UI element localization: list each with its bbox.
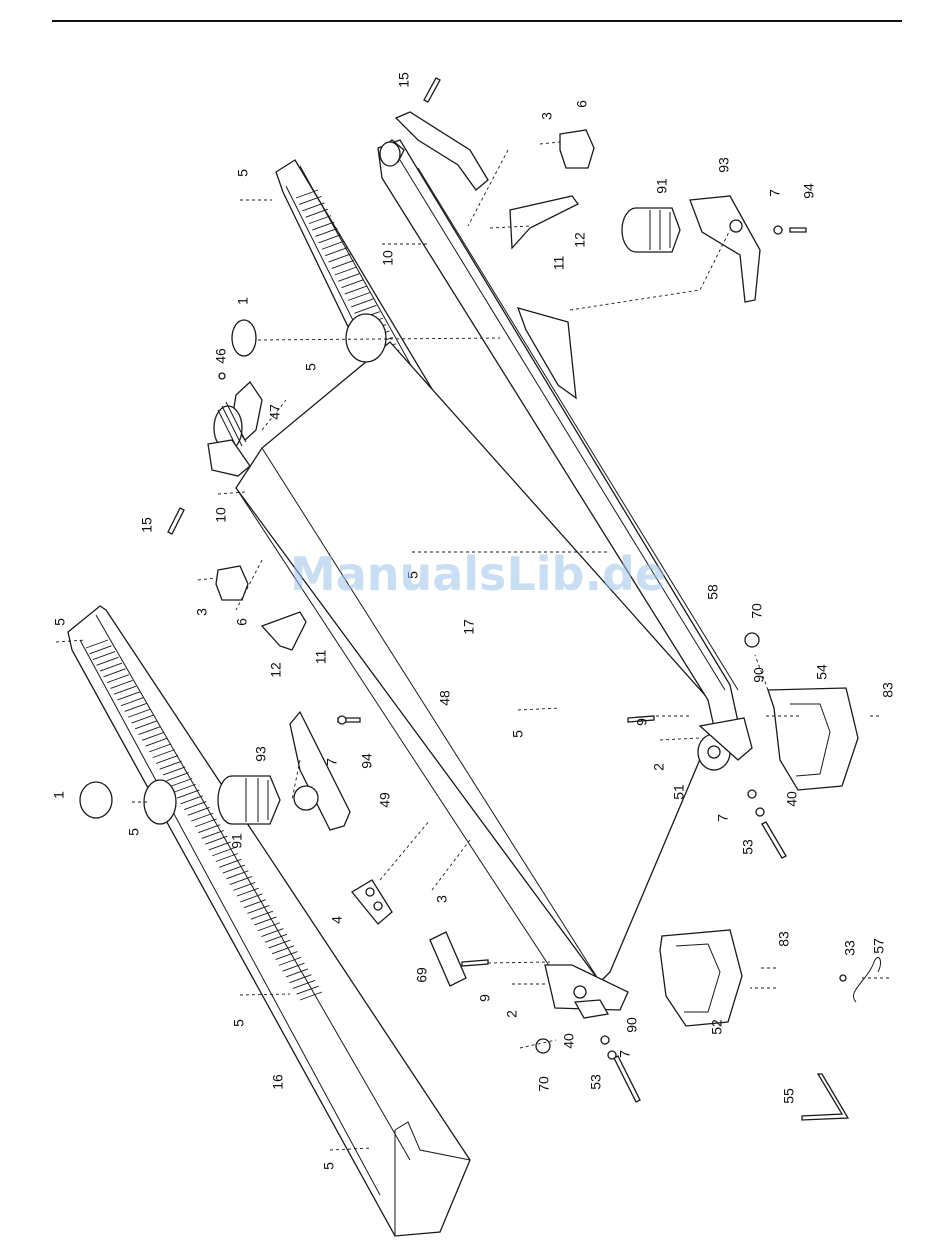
part-label-l54: 54 bbox=[814, 664, 830, 680]
rear-roller-right bbox=[698, 718, 752, 770]
part-label-l33: 33 bbox=[842, 940, 858, 956]
part-label-l2a: 2 bbox=[651, 763, 667, 771]
diagram-geometry bbox=[56, 78, 890, 1236]
end-cap-54 bbox=[768, 688, 858, 790]
part-label-l5e: 5 bbox=[510, 730, 526, 738]
part-label-l53a: 53 bbox=[740, 839, 756, 855]
part-label-l2b: 2 bbox=[504, 1010, 520, 1018]
part-label-l46: 46 bbox=[213, 348, 229, 364]
part-label-l91b: 91 bbox=[229, 833, 245, 849]
part-label-l5f: 5 bbox=[126, 828, 142, 836]
part-label-l93b: 93 bbox=[253, 746, 269, 762]
part-label-l40a: 40 bbox=[784, 791, 800, 807]
part-label-l16: 16 bbox=[270, 1074, 286, 1090]
part-label-l5b: 5 bbox=[303, 363, 319, 371]
part-label-l10b: 10 bbox=[213, 507, 229, 523]
part-label-l70b: 70 bbox=[536, 1076, 552, 1092]
part-label-l5d: 5 bbox=[52, 618, 68, 626]
part-label-l9a: 9 bbox=[634, 718, 650, 726]
part-label-l83a: 83 bbox=[880, 682, 896, 698]
part-label-l9b: 9 bbox=[477, 994, 493, 1002]
bracket-12-top bbox=[510, 196, 578, 248]
part-label-l55: 55 bbox=[781, 1088, 797, 1104]
part-label-l7c: 7 bbox=[715, 814, 731, 822]
part-label-l6a: 6 bbox=[574, 100, 590, 108]
part-label-l58: 58 bbox=[705, 584, 721, 600]
cap-1-left bbox=[80, 782, 112, 818]
part-label-l90a: 90 bbox=[751, 667, 767, 683]
part-label-l70a: 70 bbox=[749, 603, 765, 619]
part-label-l83b: 83 bbox=[776, 931, 792, 947]
part-label-l17: 17 bbox=[461, 619, 477, 635]
wheel-left bbox=[218, 712, 350, 830]
part-label-l91a: 91 bbox=[654, 178, 670, 194]
part-label-l93a: 93 bbox=[716, 157, 732, 173]
part-label-l11a: 11 bbox=[551, 256, 567, 271]
part-label-l6b: 6 bbox=[234, 618, 250, 626]
part-label-l90b: 90 bbox=[624, 1017, 640, 1033]
part-label-l94a: 94 bbox=[801, 183, 817, 199]
block-6-top bbox=[560, 130, 594, 168]
foot-4 bbox=[352, 880, 392, 924]
frame-deck bbox=[236, 342, 720, 1010]
part-label-l5a: 5 bbox=[235, 169, 251, 177]
part-label-l12a: 12 bbox=[572, 232, 588, 248]
part-label-l3c: 3 bbox=[434, 895, 450, 903]
clip-57 bbox=[853, 957, 880, 1002]
part-label-l49: 49 bbox=[377, 792, 393, 808]
watermark-text: ManualsLib.de bbox=[290, 547, 666, 601]
part-label-l7b: 7 bbox=[324, 758, 340, 766]
end-cap-52 bbox=[660, 930, 742, 1026]
part-label-l48: 48 bbox=[437, 690, 453, 706]
part-label-l3b: 3 bbox=[194, 608, 210, 616]
key-55 bbox=[802, 1074, 848, 1120]
part-label-l7d: 7 bbox=[617, 1050, 633, 1058]
rail-roller-top bbox=[346, 314, 386, 362]
part-label-l52: 52 bbox=[709, 1019, 725, 1035]
part-label-l94b: 94 bbox=[359, 753, 375, 769]
part-label-l5h: 5 bbox=[321, 1162, 337, 1170]
part-label-l1a: 1 bbox=[235, 297, 251, 305]
part-label-l11b: 11 bbox=[313, 650, 329, 665]
rail-roller-left bbox=[144, 780, 176, 824]
part-label-l15b: 15 bbox=[139, 517, 155, 533]
part-label-l10a: 10 bbox=[380, 250, 396, 266]
bracket-12-left bbox=[262, 612, 306, 650]
part-label-l40b: 40 bbox=[561, 1033, 577, 1049]
pad-69 bbox=[430, 932, 466, 986]
block-6-left bbox=[216, 566, 248, 600]
part-label-l15a: 15 bbox=[396, 72, 412, 88]
part-label-l12b: 12 bbox=[268, 662, 284, 678]
cap-1-top bbox=[232, 320, 256, 356]
part-label-l1b: 1 bbox=[51, 791, 67, 799]
part-label-l3a: 3 bbox=[539, 112, 555, 120]
part-label-l69: 69 bbox=[414, 967, 430, 983]
part-label-l53b: 53 bbox=[588, 1074, 604, 1090]
part-label-l51: 51 bbox=[671, 784, 687, 800]
part-label-l47: 47 bbox=[267, 404, 283, 420]
wheel-top bbox=[622, 196, 760, 302]
part-label-l5g: 5 bbox=[231, 1019, 247, 1027]
part-label-l7a: 7 bbox=[767, 189, 783, 197]
part-label-l57: 57 bbox=[871, 938, 887, 954]
part-label-l4: 4 bbox=[329, 916, 345, 924]
